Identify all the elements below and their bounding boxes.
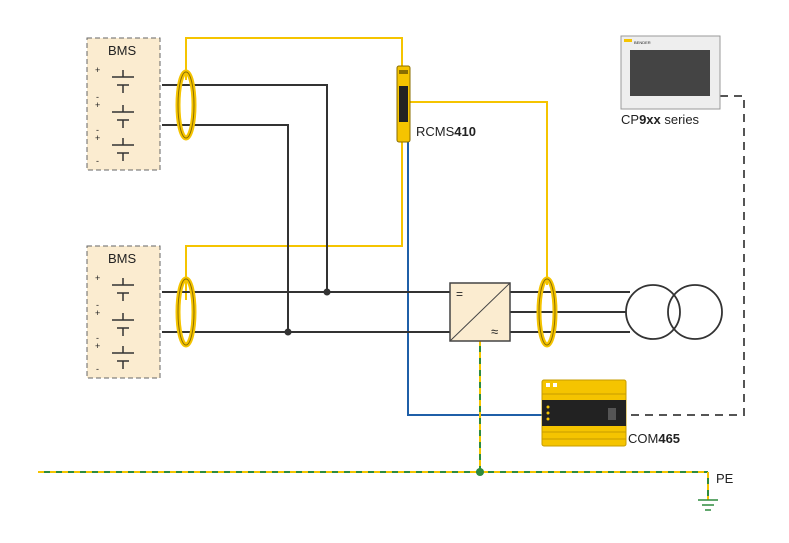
- terminal-label: -: [96, 364, 99, 374]
- com-label: COM465: [628, 431, 680, 446]
- cp9xx-display: BENDER: [620, 35, 721, 110]
- terminal-label: +: [95, 273, 100, 283]
- terminal-label: +: [95, 308, 100, 318]
- pe-label: PE: [716, 471, 734, 486]
- terminal-label: +: [95, 341, 100, 351]
- cp-label: CP9xx series: [621, 112, 700, 127]
- junction-dot: [323, 288, 331, 296]
- rcms-label: RCMS410: [416, 124, 476, 139]
- junction-dot: [284, 328, 292, 336]
- bms-bottom: BMS + - + - + -: [86, 245, 161, 379]
- battery-cell-icon: [112, 105, 134, 128]
- pe-line: [38, 340, 709, 500]
- bms-title: BMS: [108, 43, 137, 58]
- terminal-label: +: [95, 100, 100, 110]
- cp-logo: BENDER: [634, 40, 651, 45]
- current-transformer-icon: [175, 69, 197, 141]
- dc-symbol: =: [456, 287, 463, 301]
- battery-cell-icon: [112, 70, 134, 93]
- converter-block: [449, 282, 511, 342]
- ac-symbol: ≈: [491, 324, 498, 339]
- terminal-label: +: [95, 65, 100, 75]
- terminal-label: -: [96, 333, 99, 343]
- terminal-label: -: [96, 300, 99, 310]
- yellow-sensor-wires: [185, 37, 548, 300]
- terminal-label: -: [96, 92, 99, 102]
- dashed-comm-line: [626, 95, 745, 416]
- current-transformer-icon: [536, 276, 558, 348]
- com465-device: [541, 379, 627, 447]
- battery-cell-icon: [112, 138, 134, 161]
- pe-junction-dot: [476, 468, 484, 476]
- power-wires: [162, 84, 630, 333]
- ground-symbol-icon: [698, 499, 718, 511]
- terminal-label: +: [95, 133, 100, 143]
- bms-top: BMS + - + - + -: [86, 37, 161, 171]
- rcms410-device: [396, 65, 411, 143]
- battery-cell-icon: [112, 346, 134, 369]
- terminal-label: -: [96, 125, 99, 135]
- current-transformer-icon: [175, 276, 197, 348]
- battery-cell-icon: [112, 278, 134, 301]
- battery-cell-icon: [112, 313, 134, 336]
- bms-title: BMS: [108, 251, 137, 266]
- transformer-icon: [625, 284, 723, 340]
- blue-bus-wire: [407, 140, 542, 416]
- terminal-label: -: [96, 156, 99, 166]
